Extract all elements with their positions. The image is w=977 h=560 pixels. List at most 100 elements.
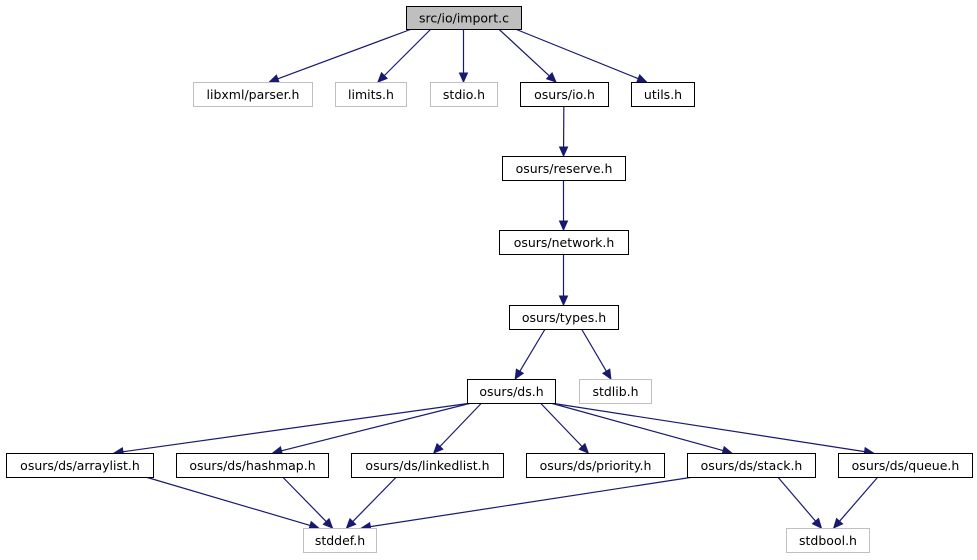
edge-osurs-io-h-to-osurs-reserve-h <box>558 105 569 158</box>
arrow-head <box>345 517 357 529</box>
node-box <box>509 305 619 330</box>
node-osurs-ds-h[interactable]: osurs/ds.h <box>467 379 556 404</box>
node-box <box>335 82 407 107</box>
edge-line <box>383 28 432 77</box>
node-stdlib-h: stdlib.h <box>579 379 652 404</box>
graph-edges <box>112 28 879 532</box>
node-osurs-ds-priority-h[interactable]: osurs/ds/priority.h <box>526 453 665 478</box>
edge-line <box>550 402 724 452</box>
node-label: limits.h <box>348 87 394 102</box>
edge-osurs-ds-stack-h-to-stddef-h <box>360 476 694 532</box>
node-box <box>467 379 556 404</box>
edge-osurs-ds-queue-h-to-stdbool-h <box>832 476 879 529</box>
edge-src-io-import-c-to-osurs-io-h <box>498 28 557 83</box>
node-osurs-ds-hashmap-h[interactable]: osurs/ds/hashmap.h <box>176 453 329 478</box>
node-box <box>176 453 329 478</box>
edge-osurs-types-h-to-stdlib-h <box>581 328 612 381</box>
edge-line <box>352 476 397 522</box>
node-label: osurs/ds/priority.h <box>540 458 652 473</box>
node-label: src/io/import.c <box>419 11 509 26</box>
edge-line <box>581 328 607 372</box>
node-limits-h: limits.h <box>335 82 407 107</box>
node-stddef-h: stddef.h <box>303 528 377 553</box>
edge-line <box>498 28 550 77</box>
node-box <box>351 453 504 478</box>
node-label: utils.h <box>644 87 682 102</box>
node-label: stdio.h <box>443 87 485 102</box>
edge-line <box>282 476 327 522</box>
node-label: osurs/io.h <box>534 87 595 102</box>
node-box <box>687 453 816 478</box>
edge-src-io-import-c-to-libxml-parser-h <box>268 28 412 84</box>
arrow-head <box>635 74 648 83</box>
node-box <box>838 453 973 478</box>
edge-osurs-ds-arraylist-h-to-stddef-h <box>145 476 320 530</box>
edge-line <box>539 402 583 447</box>
edge-line <box>550 402 865 453</box>
edge-line <box>519 328 546 372</box>
node-box <box>499 230 629 255</box>
arrow-head <box>832 517 844 529</box>
edge-osurs-network-h-to-osurs-types-h <box>558 254 569 307</box>
edge-src-io-import-c-to-stdio-h <box>458 29 469 84</box>
edge-line <box>370 476 694 528</box>
node-box <box>406 6 522 30</box>
node-libxml-parser-h: libxml/parser.h <box>193 82 313 107</box>
edge-osurs-types-h-to-osurs-ds-h <box>514 328 546 381</box>
arrow-head <box>558 146 569 158</box>
node-label: osurs/network.h <box>514 235 615 250</box>
arrow-head <box>322 517 334 529</box>
edge-osurs-ds-h-to-osurs-ds-linkedlist-h <box>432 402 483 454</box>
node-label: osurs/ds/stack.h <box>701 458 803 473</box>
edge-osurs-ds-stack-h-to-stdbool-h <box>777 476 823 529</box>
node-osurs-types-h[interactable]: osurs/types.h <box>509 305 619 330</box>
node-utils-h[interactable]: utils.h <box>631 82 695 107</box>
node-osurs-reserve-h[interactable]: osurs/reserve.h <box>502 156 626 181</box>
edge-src-io-import-c-to-utils-h <box>515 28 648 83</box>
arrow-head <box>458 72 469 84</box>
edge-line <box>839 476 879 522</box>
node-label: stdbool.h <box>799 533 857 548</box>
node-osurs-ds-arraylist-h[interactable]: osurs/ds/arraylist.h <box>6 453 154 478</box>
edge-line <box>439 402 483 447</box>
node-stdbool-h: stdbool.h <box>786 528 870 553</box>
arrow-head <box>268 74 280 84</box>
node-box <box>631 82 695 107</box>
node-osurs-ds-stack-h[interactable]: osurs/ds/stack.h <box>687 453 816 478</box>
node-osurs-io-h[interactable]: osurs/io.h <box>520 82 609 107</box>
edge-osurs-ds-hashmap-h-to-stddef-h <box>282 476 334 529</box>
node-osurs-ds-linkedlist-h[interactable]: osurs/ds/linkedlist.h <box>351 453 504 478</box>
node-label: stdlib.h <box>592 384 638 399</box>
node-box <box>502 156 626 181</box>
edge-line <box>122 402 472 453</box>
edge-line <box>515 28 639 80</box>
edge-line <box>281 402 472 452</box>
node-label: osurs/ds/hashmap.h <box>189 458 315 473</box>
arrow-head <box>578 442 590 454</box>
edge-osurs-ds-h-to-osurs-ds-stack-h <box>550 402 733 456</box>
node-box <box>786 528 870 553</box>
edge-line <box>777 476 816 522</box>
node-src-io-import-c[interactable]: src/io/import.c <box>406 6 522 30</box>
edge-line <box>277 28 412 80</box>
edge-osurs-ds-linkedlist-h-to-stddef-h <box>345 476 397 529</box>
arrow-head <box>514 368 525 381</box>
node-box <box>520 82 609 107</box>
node-label: libxml/parser.h <box>207 87 300 102</box>
node-osurs-network-h[interactable]: osurs/network.h <box>499 230 629 255</box>
arrow-head <box>558 295 569 307</box>
graph-nodes: src/io/import.c libxml/parser.h limits.h st… <box>6 6 973 553</box>
node-label: osurs/reserve.h <box>516 161 613 176</box>
edge-osurs-ds-h-to-osurs-ds-hashmap-h <box>271 402 472 456</box>
node-label: osurs/ds.h <box>479 384 543 399</box>
node-label: osurs/ds/arraylist.h <box>20 458 140 473</box>
arrow-head <box>558 220 569 232</box>
node-box <box>526 453 665 478</box>
edge-src-io-import-c-to-limits-h <box>377 28 432 83</box>
arrow-head <box>377 71 389 83</box>
arrow-head <box>811 517 823 529</box>
node-box <box>6 453 154 478</box>
node-label: osurs/types.h <box>522 310 606 325</box>
node-osurs-ds-queue-h[interactable]: osurs/ds/queue.h <box>838 453 973 478</box>
